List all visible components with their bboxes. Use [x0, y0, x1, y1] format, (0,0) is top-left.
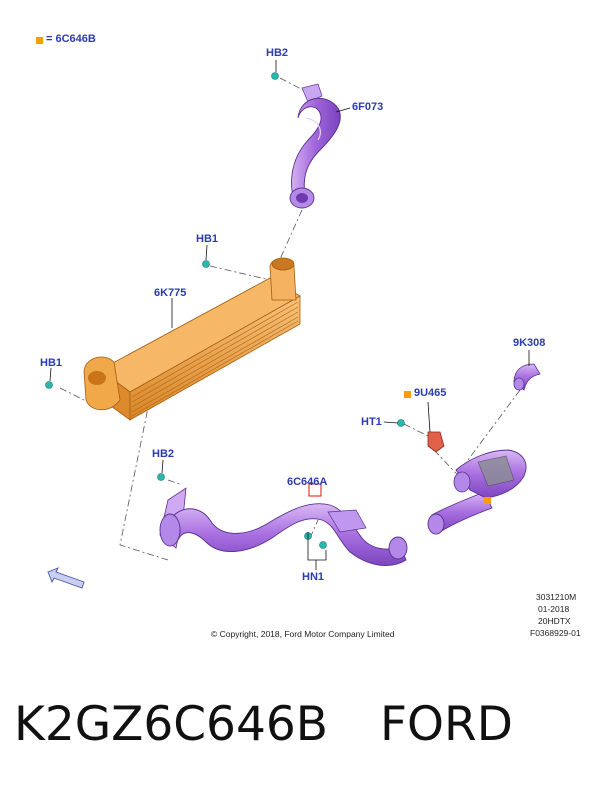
exploded-view-drawing [45, 60, 541, 589]
callout-ht1: HT1 [361, 416, 382, 428]
info-line-2: 01-2018 [538, 604, 570, 614]
part-caption: K2GZ6C646B FORD [14, 690, 594, 760]
leader-lines [49, 60, 530, 570]
brand-name: FORD [380, 697, 513, 752]
callout-hb1-left: HB1 [40, 357, 63, 369]
info-line-4: F0368929-01 [530, 628, 581, 638]
sensor-9u465 [427, 431, 445, 453]
legend-text: = 6C646B [46, 33, 96, 45]
direction-arrow-icon [47, 567, 85, 589]
callout-6k775: 6K775 [154, 287, 187, 299]
callout-hb1-mid: HB1 [196, 233, 219, 245]
copyright-text: © Copyright, 2018, Ford Motor Company Li… [211, 629, 395, 639]
highlight-box [308, 483, 322, 497]
callout-hn1: HN1 [302, 571, 325, 583]
hose-6c646a [159, 449, 527, 566]
part-marker-9u465 [404, 391, 411, 398]
callout-9u465: 9U465 [414, 387, 447, 399]
parts-diagram: = 6C646B HB2 6F073 HB1 6K775 HB1 9K308 9… [36, 33, 581, 639]
hose-9k308 [513, 363, 541, 391]
callout-hb2-top: HB2 [266, 47, 289, 59]
intercooler-6k775 [83, 257, 301, 421]
info-line-1: 3031210M [536, 592, 577, 602]
legend-marker [36, 37, 43, 44]
fasteners [45, 72, 405, 549]
info-line-3: 20HDTX [538, 616, 571, 626]
part-number: K2GZ6C646B [14, 697, 329, 752]
callout-hb2-bottom: HB2 [152, 448, 175, 460]
callout-6c646a: 6C646A [287, 476, 328, 488]
callout-9k308: 9K308 [513, 337, 546, 349]
hose-6f073 [289, 83, 341, 209]
callout-6f073: 6F073 [352, 101, 384, 113]
part-marker-6c646b [484, 497, 491, 504]
